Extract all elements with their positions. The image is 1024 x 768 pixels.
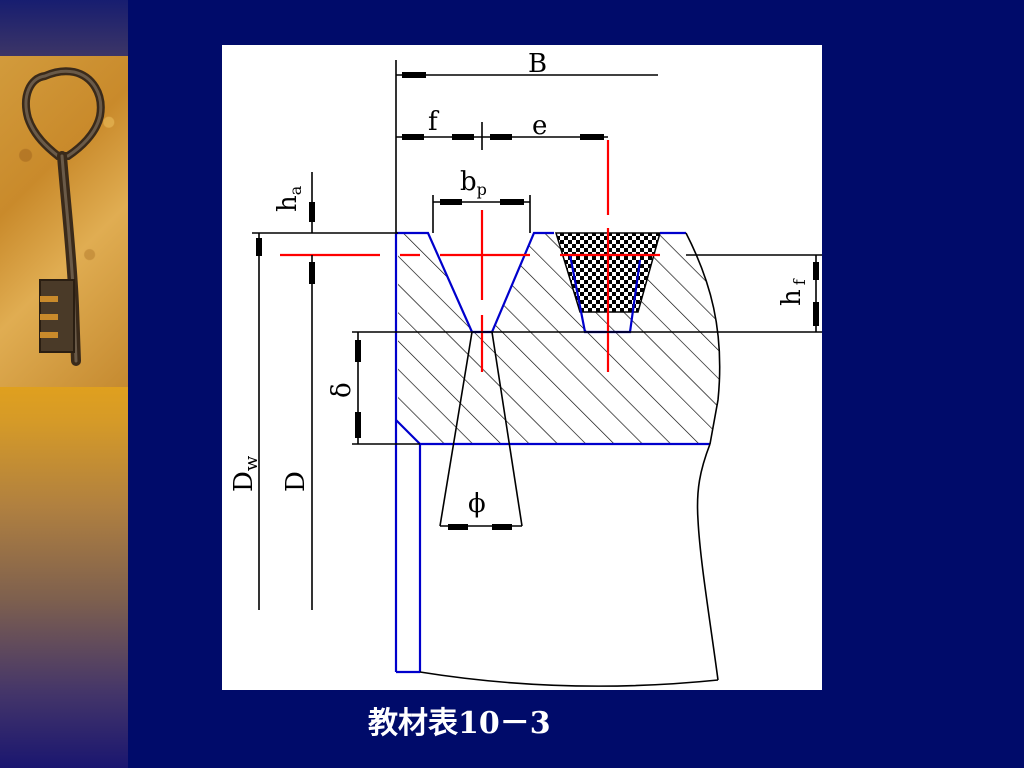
label-B: B bbox=[528, 49, 547, 79]
diagram-svg: B f e bp ha hf δ Dw D ϕ bbox=[229, 49, 822, 687]
arrow-heads bbox=[256, 72, 819, 530]
label-D: D bbox=[281, 471, 311, 492]
label-ha: ha bbox=[273, 185, 305, 212]
key-icon bbox=[22, 67, 105, 366]
dimension-labels: B f e bp ha hf δ Dw D ϕ bbox=[229, 49, 809, 519]
label-f: f bbox=[428, 107, 440, 137]
label-Dw: Dw bbox=[229, 455, 262, 492]
label-bp: bp bbox=[460, 167, 487, 199]
key-photo bbox=[0, 56, 128, 387]
caption: 教材表10－3 bbox=[368, 706, 551, 741]
label-e: e bbox=[532, 111, 547, 141]
label-delta: δ bbox=[327, 382, 357, 398]
hatched-section bbox=[398, 233, 720, 444]
pulley-groove-diagram: B f e bp ha hf δ Dw D ϕ bbox=[222, 45, 822, 690]
decorative-side-strip bbox=[0, 0, 128, 768]
label-hf: hf bbox=[777, 278, 809, 306]
label-phi: ϕ bbox=[468, 489, 486, 519]
center-lines bbox=[280, 140, 660, 372]
